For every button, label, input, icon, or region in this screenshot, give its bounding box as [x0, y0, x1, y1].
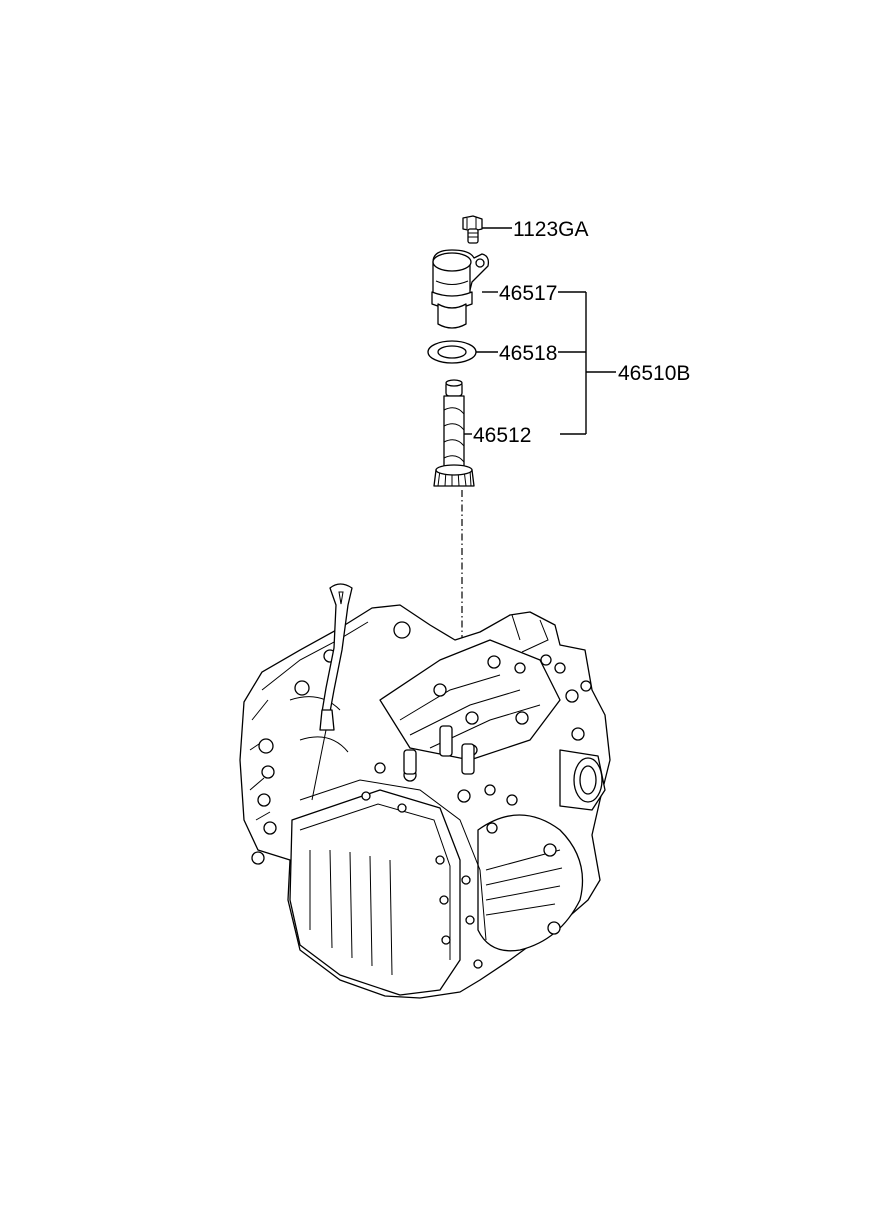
automatic-transaxle-icon[interactable] [239, 583, 611, 999]
label-46517[interactable]: 46517 [499, 282, 557, 305]
label-46510b[interactable]: 46510B [618, 362, 690, 385]
assembly-bracket [558, 291, 616, 435]
driven-gear-shaft-icon[interactable] [433, 379, 475, 487]
label-46518[interactable]: 46518 [499, 342, 557, 365]
bolt-icon[interactable] [462, 215, 483, 244]
o-ring-icon[interactable] [427, 340, 477, 364]
label-1123ga[interactable]: 1123GA [513, 218, 589, 241]
speedometer-sensor-housing-icon[interactable] [431, 249, 490, 329]
label-46512[interactable]: 46512 [473, 424, 531, 447]
